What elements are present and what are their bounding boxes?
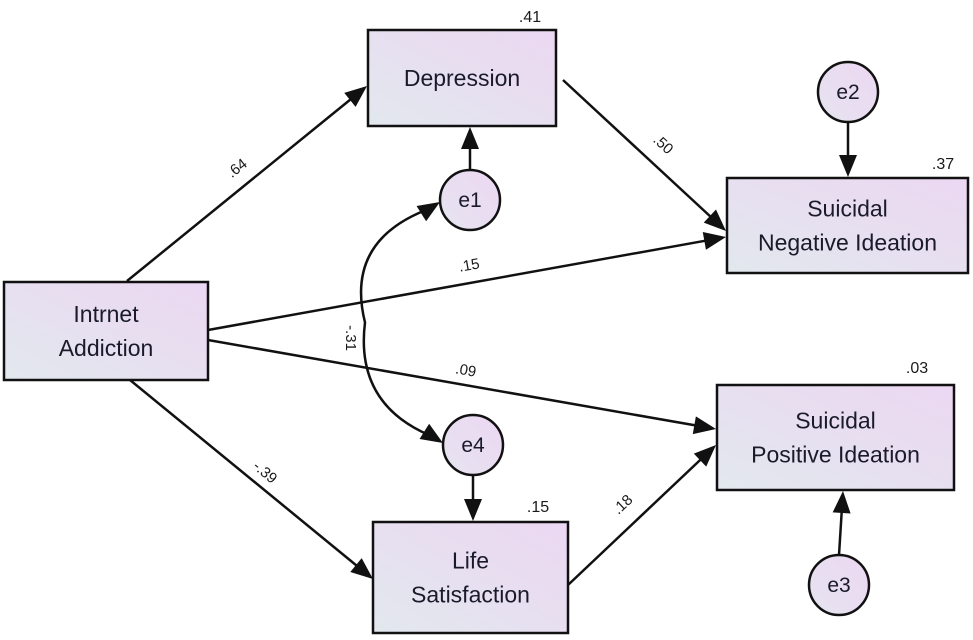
- variable-label: Life: [452, 548, 489, 574]
- nodes-layer: IntrnetAddictionDepressionSuicidalNegati…: [2, 28, 970, 635]
- variable-label: Positive Ideation: [751, 442, 920, 468]
- path-line: [207, 338, 699, 428]
- variable-label: Satisfaction: [411, 582, 530, 608]
- error-label: e3: [827, 574, 850, 597]
- error-label: e4: [461, 434, 485, 457]
- edges-layer: [126, 79, 857, 586]
- path-coefficient: .64: [224, 155, 251, 181]
- variable-box: [2, 280, 210, 382]
- error-label: e2: [836, 81, 859, 104]
- arrowhead-icon: [839, 155, 857, 177]
- arrowhead-icon: [419, 423, 443, 443]
- path-line: [567, 456, 704, 586]
- arrowhead-icon: [344, 86, 367, 107]
- variable-label: Intrnet: [73, 301, 139, 327]
- arrowhead-icon: [703, 209, 726, 231]
- path-coefficient: .15: [457, 255, 480, 275]
- path-ia-spi[interactable]: [207, 338, 716, 435]
- error-circle: [438, 168, 502, 232]
- path-ia-sni[interactable]: [207, 232, 726, 332]
- error-circle: [441, 413, 505, 477]
- path-line: [129, 379, 360, 569]
- variable-label: Suicidal: [807, 196, 888, 222]
- covariance-e1-e4[interactable]: [359, 202, 443, 443]
- variable-label: Addiction: [59, 335, 154, 361]
- arrowhead-icon: [461, 127, 479, 149]
- error-circle: [807, 553, 871, 617]
- variable-box: [725, 176, 970, 275]
- arrowhead-icon: [350, 558, 373, 579]
- arrowhead-icon: [416, 202, 440, 222]
- error-circle: [816, 60, 880, 124]
- path-line: [207, 238, 709, 332]
- variable-label: Depression: [404, 65, 520, 91]
- arrowhead-icon: [692, 416, 716, 435]
- covariance-curve: [359, 208, 430, 437]
- error-term-e2[interactable]: e2: [816, 60, 880, 124]
- path-coefficient: .50: [650, 131, 677, 158]
- error-term-e1[interactable]: e1: [438, 168, 502, 232]
- path-ia-ls[interactable]: [129, 379, 373, 579]
- arrowhead-icon: [832, 491, 851, 514]
- path-coefficient: .09: [454, 360, 477, 380]
- r-squared-label: .15: [527, 499, 549, 516]
- error-term-e3[interactable]: e3: [807, 553, 871, 617]
- path-dep-sni[interactable]: [562, 79, 726, 231]
- path-ia-dep[interactable]: [126, 86, 367, 282]
- variable-label: Negative Ideation: [758, 230, 937, 256]
- error-path-line: [837, 508, 844, 556]
- variable-box: [371, 520, 570, 635]
- arrowhead-icon: [464, 499, 482, 521]
- variable-label: Suicidal: [795, 408, 876, 434]
- variable-box: [715, 383, 956, 492]
- arrowhead-icon: [693, 445, 716, 467]
- path-coefficient: .18: [610, 491, 637, 518]
- covariance-coefficient: -.31: [342, 325, 359, 351]
- error-label: e1: [458, 189, 481, 212]
- arrowhead-icon: [702, 232, 726, 250]
- r-squared-label: .41: [519, 9, 541, 26]
- error-term-e4[interactable]: e4: [441, 413, 505, 477]
- variable-box: [366, 28, 558, 128]
- path-line: [562, 79, 714, 220]
- r-squared-label: .03: [906, 360, 928, 377]
- path-line: [126, 96, 354, 282]
- variable-node-dep[interactable]: Depression: [366, 28, 558, 128]
- r-squared-label: .37: [932, 156, 954, 173]
- path-ls-spi[interactable]: [567, 445, 716, 586]
